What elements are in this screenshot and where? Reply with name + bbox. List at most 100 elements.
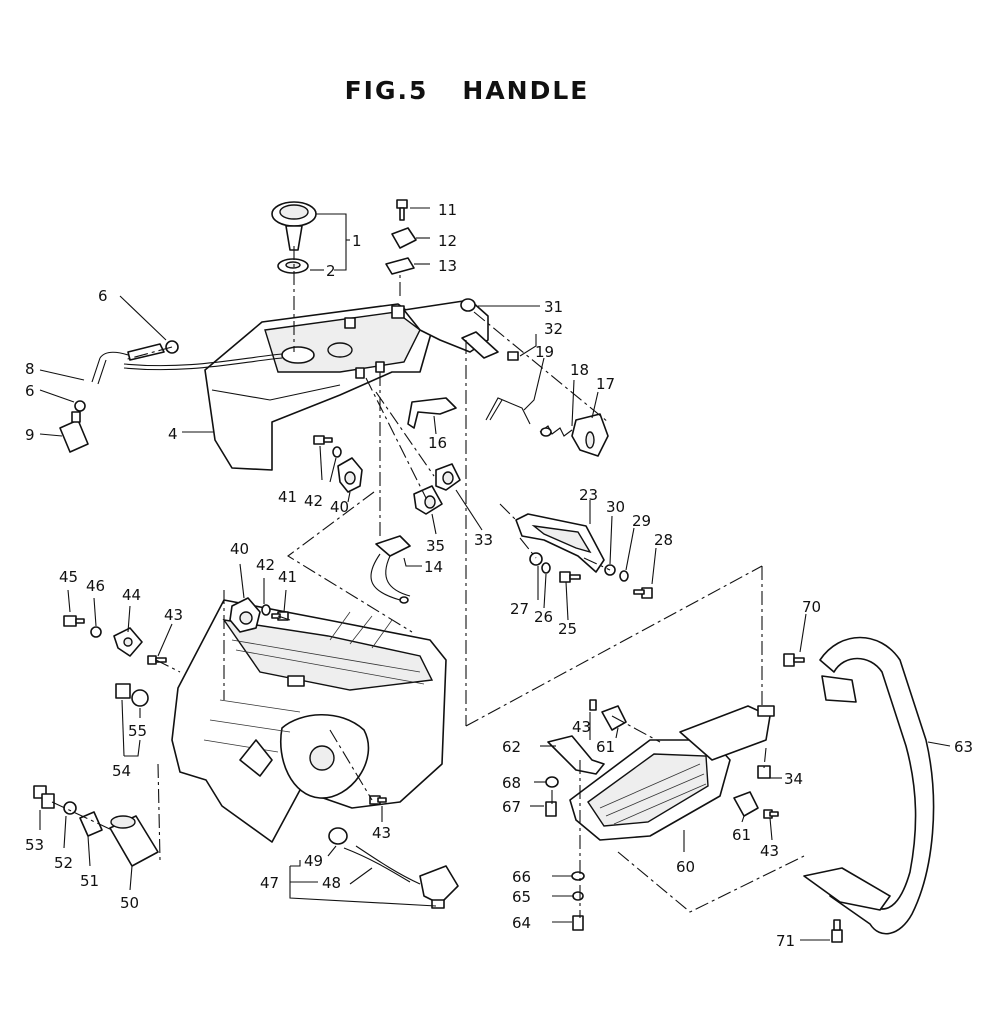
part-49-o-ring (328, 827, 348, 845)
callout-54: 54 (112, 762, 131, 780)
callout-50: 50 (120, 894, 139, 912)
part-40-mount-a (337, 457, 363, 493)
callout-45: 45 (59, 568, 78, 586)
callout-25: 25 (558, 620, 577, 638)
leader-lines (39, 207, 951, 941)
callout-34: 34 (784, 770, 803, 788)
part-43-bolt-b (369, 795, 387, 805)
callout-65: 65 (512, 888, 531, 906)
part-12-nut (391, 227, 417, 249)
callout-41: 41 (278, 488, 297, 506)
callout-48: 48 (322, 874, 341, 892)
part-64-bolt (572, 915, 584, 931)
part-11-screw (396, 199, 408, 221)
part-53-bolt (33, 785, 55, 809)
callout-12: 12 (438, 232, 457, 250)
callout-1: 1 (352, 232, 362, 250)
callout-18: 18 (570, 361, 589, 379)
part-26-washer (541, 562, 551, 574)
part-19-rod (485, 397, 531, 425)
callout-13: 13 (438, 257, 457, 275)
callout-26: 26 (534, 608, 553, 626)
part-28-screw (633, 587, 653, 599)
callout-43: 43 (760, 842, 779, 860)
callout-43: 43 (164, 606, 183, 624)
part-6-grommet-2 (74, 400, 86, 412)
callout-49: 49 (304, 852, 323, 870)
callout-40: 40 (230, 540, 249, 558)
figure-number: FIG.5 (344, 76, 429, 105)
callout-8: 8 (25, 360, 35, 378)
part-35-rubber-mount (413, 485, 443, 515)
callout-61: 61 (596, 738, 615, 756)
part-29-washer (619, 570, 629, 582)
part-46-washer (90, 626, 102, 638)
part-43-bolt-d (763, 809, 779, 819)
callout-27: 27 (510, 600, 529, 618)
callout-42: 42 (256, 556, 275, 574)
callout-62: 62 (502, 738, 521, 756)
callout-67: 67 (502, 798, 521, 816)
part-18-spring (539, 425, 573, 437)
part-70-bolt (783, 653, 805, 667)
callout-19: 19 (535, 343, 554, 361)
callout-32: 32 (544, 320, 563, 338)
callout-11: 11 (438, 201, 457, 219)
callout-6: 6 (98, 287, 108, 305)
callout-43: 43 (372, 824, 391, 842)
part-50-buffer (109, 815, 159, 867)
callout-2: 2 (326, 262, 336, 280)
part-40-mount-b (229, 597, 261, 633)
callout-51: 51 (80, 872, 99, 890)
part-45-screw (63, 615, 85, 627)
part-25-screw (559, 571, 581, 583)
part-44-bracket (113, 627, 143, 657)
callout-68: 68 (502, 774, 521, 792)
part-66-washer (571, 871, 585, 881)
part-13-plate (385, 257, 415, 275)
callout-44: 44 (122, 586, 141, 604)
callout-63: 63 (954, 738, 973, 756)
callout-28: 28 (654, 531, 673, 549)
callout-6: 6 (25, 382, 35, 400)
callout-4: 4 (168, 425, 178, 443)
callout-30: 30 (606, 498, 625, 516)
callout-14: 14 (424, 558, 443, 576)
part-52-washer (63, 801, 77, 815)
callout-66: 66 (512, 868, 531, 886)
part-67-bolt (545, 801, 557, 817)
callout-17: 17 (596, 375, 615, 393)
figure-name: HANDLE (462, 76, 590, 105)
part-9-fuel-filter (59, 411, 89, 453)
crankcase (171, 599, 447, 843)
part-71-bolt (831, 919, 843, 943)
callout-9: 9 (25, 426, 35, 444)
part-61-rubber-mount-b (733, 791, 759, 817)
callout-52: 52 (54, 854, 73, 872)
callout-43: 43 (572, 718, 591, 736)
callout-55: 55 (128, 722, 147, 740)
callout-70: 70 (802, 598, 821, 616)
part-62-bracket (547, 735, 605, 775)
part-43-bolt-c (589, 699, 597, 711)
callout-71: 71 (776, 932, 795, 950)
figure-title: FIG.5 HANDLE (0, 76, 934, 105)
callout-31: 31 (544, 298, 563, 316)
callout-35: 35 (426, 537, 445, 555)
part-27-washer (529, 552, 543, 566)
part-41-bolt-a (313, 435, 333, 445)
callout-labels: 1 2 4 6 6 8 9 11 12 13 14 16 17 18 19 23… (25, 201, 973, 950)
part-32-bracket (461, 331, 519, 361)
part-33-rubber-mount (435, 463, 461, 491)
callout-41: 41 (278, 568, 297, 586)
callout-16: 16 (428, 434, 447, 452)
callout-47: 47 (260, 874, 279, 892)
callout-53: 53 (25, 836, 44, 854)
part-14-switch (370, 535, 411, 604)
part-16-trigger (407, 397, 457, 429)
part-1-fuel-cap (271, 201, 317, 251)
part-61-rubber-mount-a (601, 705, 627, 731)
callout-61: 61 (732, 826, 751, 844)
part-63-front-handle (803, 636, 935, 935)
